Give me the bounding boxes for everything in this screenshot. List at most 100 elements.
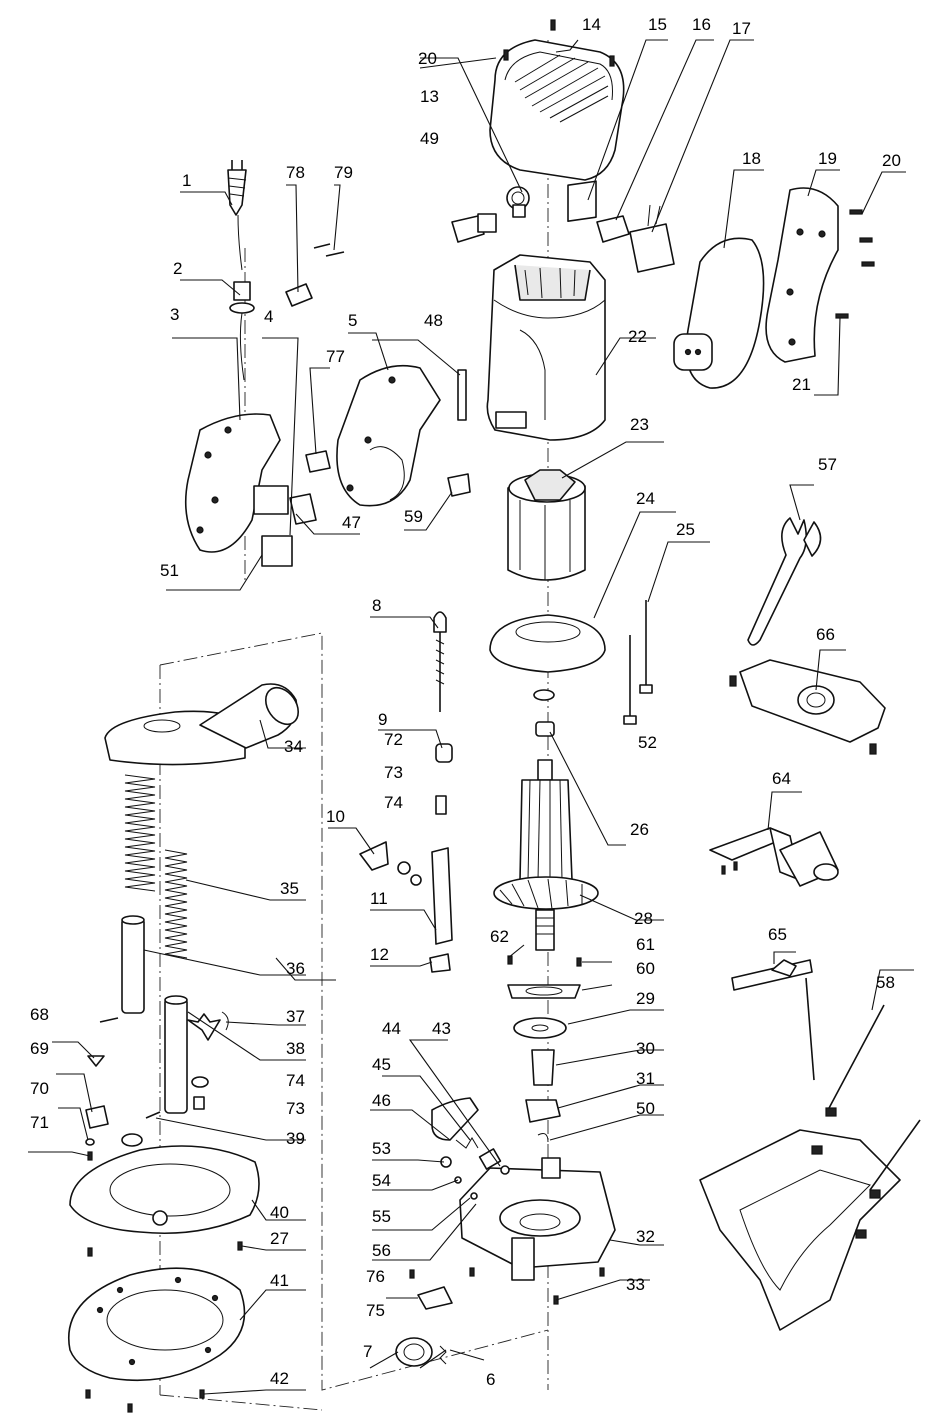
callout-8: 8	[372, 596, 381, 615]
callout-38: 38	[286, 1039, 305, 1058]
callout-19: 19	[818, 149, 837, 168]
spanner-wrench	[747, 517, 822, 646]
callout-26: 26	[630, 820, 649, 839]
callout-3: 3	[170, 305, 179, 324]
callout-32: 32	[636, 1227, 655, 1246]
callout-1: 1	[182, 171, 191, 190]
callout-60: 60	[636, 959, 655, 978]
callout-34: 34	[284, 737, 303, 756]
callout-40: 40	[270, 1203, 289, 1222]
callout-31: 31	[636, 1069, 655, 1088]
callout-56: 56	[372, 1241, 391, 1260]
callout-69: 69	[30, 1039, 49, 1058]
callout-29: 29	[636, 989, 655, 1008]
callout-23: 23	[630, 415, 649, 434]
depth-knob	[395, 1337, 447, 1367]
callout-65: 65	[768, 925, 787, 944]
callout-42: 42	[270, 1369, 289, 1388]
callout-47: 47	[342, 513, 361, 532]
callout-12: 12	[370, 945, 389, 964]
callout-15: 15	[648, 15, 667, 34]
callout-50: 50	[636, 1099, 655, 1118]
callout-20-right: 20	[882, 151, 901, 170]
leader-lines	[28, 39, 914, 1395]
callout-27: 27	[270, 1229, 289, 1248]
callout-labels: 1 2 3 4 5 6 7 8 9 10 11 12 13 14 15 16 1…	[30, 15, 901, 1389]
callout-9: 9	[378, 710, 387, 729]
callout-70: 70	[30, 1079, 49, 1098]
callout-77: 77	[326, 347, 345, 366]
callout-33: 33	[626, 1275, 645, 1294]
callout-73-top: 73	[384, 763, 403, 782]
base-housing	[459, 1157, 616, 1281]
left-handle-shell	[184, 413, 281, 553]
parallel-guide-frame	[699, 1004, 921, 1331]
callout-48: 48	[424, 311, 443, 330]
callout-2: 2	[173, 259, 182, 278]
column-small-parts	[187, 1011, 229, 1110]
callout-39: 39	[286, 1129, 305, 1148]
edge-guide-bracket	[709, 827, 839, 887]
template-guide-plate	[729, 659, 886, 755]
switch-blocks	[253, 485, 317, 567]
bearing-washer	[533, 689, 555, 737]
callout-13: 13	[420, 87, 439, 106]
callout-71: 71	[30, 1113, 49, 1132]
callout-21: 21	[792, 375, 811, 394]
callout-44: 44	[382, 1019, 401, 1038]
right-handle-shell	[336, 364, 441, 507]
callout-7: 7	[363, 1342, 372, 1361]
plunge-springs	[124, 774, 188, 959]
callout-22: 22	[628, 327, 647, 346]
callout-57: 57	[818, 455, 837, 474]
callout-58: 58	[876, 973, 895, 992]
cover-screws	[503, 19, 615, 67]
callout-10: 10	[326, 807, 345, 826]
callout-75: 75	[366, 1301, 385, 1320]
callout-36: 36	[286, 959, 305, 978]
callout-17: 17	[732, 19, 751, 38]
router-base	[69, 1133, 260, 1235]
callout-5: 5	[348, 311, 357, 330]
callout-37: 37	[286, 1007, 305, 1026]
callout-16: 16	[692, 15, 711, 34]
callout-20-top: 20	[418, 49, 437, 68]
callout-68: 68	[30, 1005, 49, 1024]
callout-74-bottom: 74	[286, 1071, 305, 1090]
callout-49: 49	[420, 129, 439, 148]
depth-rod-parts	[359, 611, 453, 973]
guide-columns	[99, 915, 188, 1119]
dust-extraction-hood	[104, 683, 300, 766]
callout-64: 64	[772, 769, 791, 788]
callout-59: 59	[404, 507, 423, 526]
callout-79: 79	[334, 163, 353, 182]
callout-24: 24	[636, 489, 655, 508]
callout-72: 72	[384, 730, 403, 749]
callout-73-bottom: 73	[286, 1099, 305, 1118]
callout-14: 14	[582, 15, 601, 34]
callout-25: 25	[676, 520, 695, 539]
callout-61: 61	[636, 935, 655, 954]
sub-base-plate	[68, 1267, 246, 1382]
callout-43: 43	[432, 1019, 451, 1038]
callout-55: 55	[372, 1207, 391, 1226]
handle-small-parts	[305, 369, 471, 497]
callout-28: 28	[634, 909, 653, 928]
callout-74-top: 74	[384, 793, 403, 812]
motor-housing	[486, 254, 606, 441]
callout-54: 54	[372, 1171, 391, 1190]
callout-53: 53	[372, 1139, 391, 1158]
callout-76: 76	[366, 1267, 385, 1286]
lock-lever-parts	[417, 1097, 510, 1310]
callout-6: 6	[486, 1370, 495, 1389]
callout-78: 78	[286, 163, 305, 182]
callout-66: 66	[816, 625, 835, 644]
cable-clamp	[285, 243, 345, 307]
callout-18: 18	[742, 149, 761, 168]
callout-52: 52	[638, 733, 657, 752]
callout-35: 35	[280, 879, 299, 898]
callout-11: 11	[370, 889, 388, 908]
callout-41: 41	[270, 1271, 289, 1290]
callout-4: 4	[264, 307, 273, 326]
